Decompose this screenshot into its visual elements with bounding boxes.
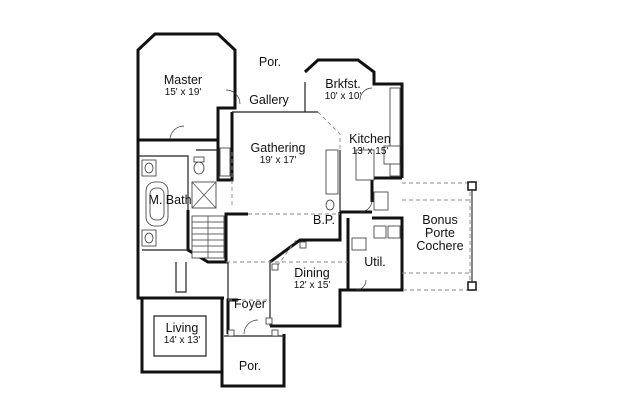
living-inner-line: [153, 315, 207, 357]
closet-wall: [175, 262, 187, 293]
door-swing: [243, 319, 259, 335]
exterior-walls: [136, 32, 404, 388]
interior-walls: [138, 82, 341, 357]
dining-diagonal: [275, 239, 297, 269]
column: [227, 329, 235, 337]
room-name-gallery: Gallery: [249, 93, 289, 107]
column: [271, 329, 279, 337]
kitchen-gathering-opening: [317, 111, 341, 150]
utility-walls: [346, 216, 404, 292]
staircase: [191, 215, 225, 259]
breakfast-bay-walls: [303, 58, 404, 178]
room-name-bp: B.P.: [313, 213, 335, 227]
gathering-left-wall: [216, 108, 234, 182]
fixtures: [141, 87, 401, 337]
utility-sink: [351, 237, 367, 251]
powder-toilet: [325, 199, 335, 211]
room-name-bonus-3: Cochere: [416, 239, 463, 253]
room-name-mbath: M. Bath: [148, 193, 191, 207]
bathtub-inner: [149, 187, 165, 221]
door-swing: [225, 89, 241, 105]
room-name-bonus-1: Bonus: [422, 213, 457, 227]
kitchen-counter: [389, 87, 401, 177]
dining-front-wall: [270, 288, 348, 328]
porte-cochere-outline: [402, 182, 471, 291]
room-dims-dining: 12' x 15': [294, 280, 331, 291]
room-name-porch-top: Por.: [259, 55, 281, 69]
room-name-dining: Dining: [294, 266, 329, 280]
kitchen-sink: [383, 145, 401, 165]
shower-x: [191, 181, 217, 209]
toilet-tank: [193, 156, 205, 163]
room-name-porch-bottom: Por.: [239, 359, 261, 373]
room-dims-living: 14' x 13': [164, 335, 201, 346]
sink-bowl: [144, 232, 154, 244]
room-dims-kitchen: 13' x 15': [352, 146, 389, 157]
dashed-lines: [226, 111, 471, 301]
bath-partition: [138, 155, 189, 210]
column: [299, 241, 307, 249]
dining-angle-wall: [269, 212, 342, 264]
room-dims-brkfst: 10' x 10': [325, 91, 362, 102]
room-name-living: Living: [166, 321, 199, 335]
column: [265, 317, 273, 325]
door-swing: [359, 87, 373, 101]
room-name-util: Util.: [364, 255, 386, 269]
closet-partition: [196, 149, 219, 180]
washer: [373, 225, 387, 239]
fireplace: [219, 147, 231, 177]
room-name-foyer: Foyer: [234, 297, 266, 311]
master-walls: [136, 32, 237, 142]
post: [467, 181, 477, 191]
kitchen-island: [355, 149, 375, 181]
porte-cochere-posts: [467, 181, 477, 291]
room-name-kitchen: Kitchen: [349, 132, 391, 146]
stair-walls: [186, 210, 248, 264]
toilet: [193, 161, 205, 175]
post: [467, 281, 477, 291]
doors: [169, 87, 373, 335]
room-name-gathering: Gathering: [251, 141, 306, 155]
column: [271, 263, 279, 271]
room-labels: Master 15' x 19' Por. Brkfst. 10' x 10' …: [148, 55, 463, 373]
room-name-bonus-2: Porte: [425, 226, 455, 240]
sink-bowl: [144, 162, 154, 174]
kitchen-counter-left: [325, 149, 339, 195]
door-swing: [359, 199, 373, 213]
dryer: [387, 225, 401, 239]
room-dims-master: 15' x 19': [165, 87, 202, 98]
bath-wing-walls: [136, 140, 224, 300]
room-name-master: Master: [164, 73, 202, 87]
room-dims-gathering: 19' x 17': [260, 155, 297, 166]
room-name-brkfst: Brkfst.: [325, 77, 360, 91]
door-swing: [355, 279, 367, 291]
refrigerator: [373, 191, 389, 211]
entry-porch-walls: [220, 334, 286, 388]
door-swing: [169, 125, 185, 141]
